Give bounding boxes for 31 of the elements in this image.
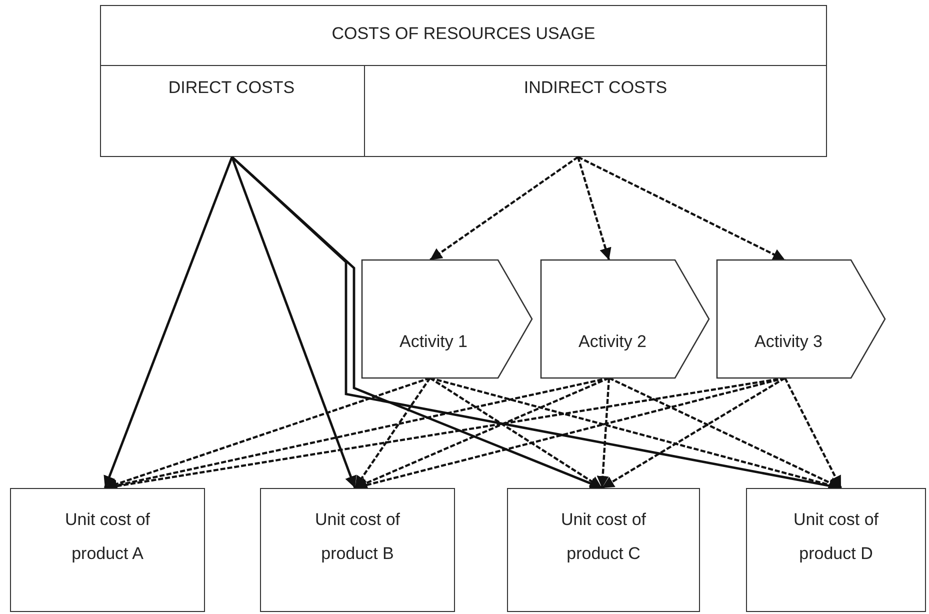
- cost-category-cell: [100, 64, 364, 156]
- product-box: [260, 488, 455, 612]
- arrow: [230, 156, 356, 488]
- arrow: [576, 156, 612, 260]
- arrow: [608, 377, 842, 489]
- arrow: [104, 376, 430, 490]
- arrow: [104, 156, 234, 488]
- arrow: [601, 377, 786, 489]
- arrow: [578, 156, 786, 261]
- table-heading: COSTS OF RESOURCES USAGE: [330, 24, 596, 44]
- product-box: [507, 488, 700, 612]
- arrow: [784, 378, 842, 488]
- product-box: [10, 488, 205, 612]
- product-label: Unit cost of product D: [792, 509, 880, 565]
- product-box: [746, 488, 926, 612]
- category-label: INDIRECT COSTS: [522, 78, 668, 98]
- activity-label: Activity 3: [753, 332, 824, 352]
- activity-label: Activity 1: [398, 332, 469, 352]
- arrow: [354, 377, 431, 489]
- arrow: [596, 378, 610, 488]
- product-label: Unit cost of product A: [64, 509, 152, 565]
- process-step-box: [717, 260, 885, 378]
- arrow: [429, 156, 579, 261]
- process-step-box: [362, 260, 532, 378]
- cost-table-box: [100, 5, 827, 157]
- product-label: Unit cost of product B: [314, 509, 402, 565]
- activity-label: Activity 2: [577, 332, 648, 352]
- process-step-box: [541, 260, 709, 378]
- product-label: Unit cost of product C: [560, 509, 648, 565]
- arrow: [429, 377, 603, 489]
- category-label: DIRECT COSTS: [167, 78, 296, 98]
